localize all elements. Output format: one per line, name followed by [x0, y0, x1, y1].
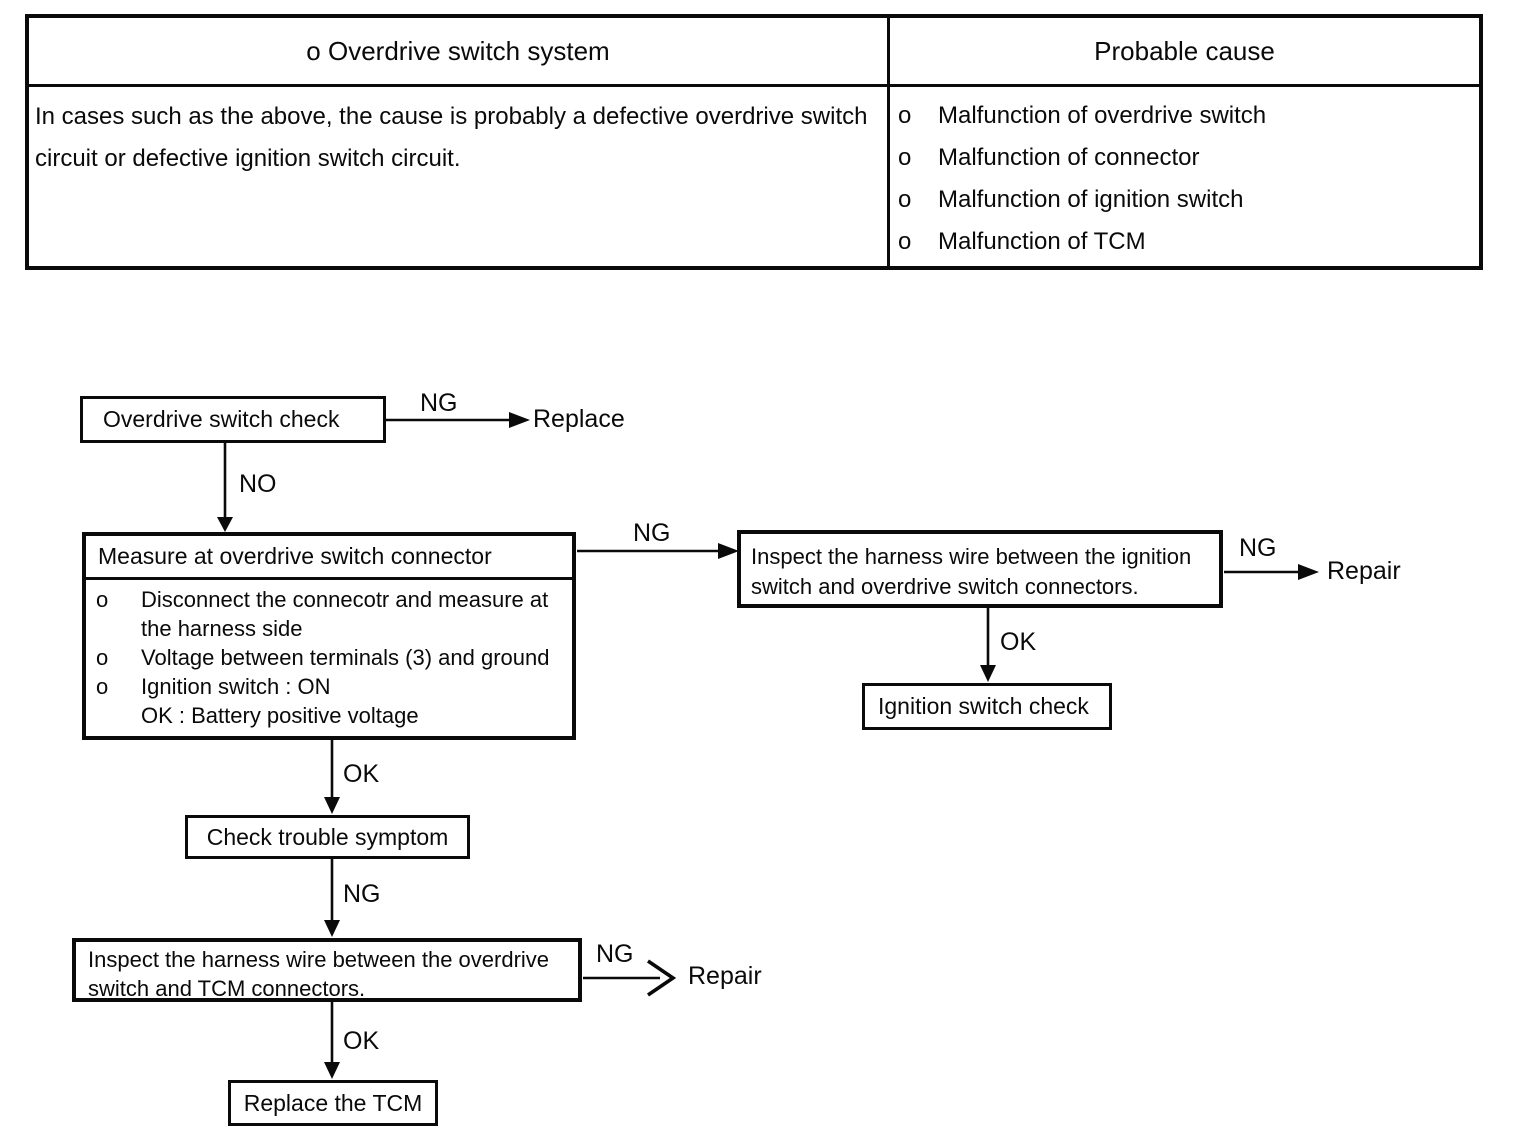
- edge-label-ng: NG: [343, 880, 381, 908]
- node-measure-detail-list: o Disconnect the connecotr and measure a…: [86, 580, 572, 730]
- edge-measure-to-symptom-arrow: [324, 740, 340, 814]
- probable-cause-list: o Malfunction of overdrive switch o Malf…: [890, 87, 1479, 266]
- edge-check-to-measure-arrow: [217, 443, 233, 532]
- terminal-label-repair: Repair: [1327, 557, 1401, 585]
- edge-symptom-to-inspect-tcm-arrow: [324, 859, 340, 937]
- edge-measure-to-inspect-ignition-arrow: [577, 543, 739, 559]
- table-header-system: o Overdrive switch system: [29, 18, 890, 84]
- diagnosis-table: o Overdrive switch system Probable cause…: [25, 14, 1483, 270]
- table-header-row: o Overdrive switch system Probable cause: [29, 18, 1479, 87]
- node-inspect-ignition-harness: Inspect the harness wire between the ign…: [737, 530, 1223, 608]
- detail-ok-note: OK : Battery positive voltage: [141, 703, 419, 728]
- edge-label-no: NO: [239, 470, 277, 498]
- edge-inspect-ignition-to-repair-arrow: [1224, 564, 1319, 580]
- cause-item: o Malfunction of ignition switch: [890, 179, 1479, 221]
- node-ignition-switch-check: Ignition switch check: [862, 683, 1112, 730]
- bullet-icon: o: [898, 144, 912, 171]
- detail-item: o Voltage between terminals (3) and grou…: [86, 643, 572, 672]
- cause-text: Malfunction of TCM: [938, 228, 1146, 255]
- table-header-probable-cause: Probable cause: [1094, 35, 1275, 66]
- cause-text: Malfunction of overdrive switch: [938, 102, 1267, 129]
- edge-label-ng: NG: [420, 389, 458, 417]
- edge-label-ok: OK: [1000, 628, 1037, 656]
- cause-text: Malfunction of connector: [938, 144, 1200, 171]
- detail-item: o Disconnect the connecotr and measure a…: [86, 585, 572, 643]
- detail-text: Voltage between terminals (3) and ground: [141, 645, 550, 670]
- cause-text: Malfunction of ignition switch: [938, 186, 1244, 213]
- cause-item: o Malfunction of overdrive switch: [890, 95, 1479, 137]
- node-overdrive-switch-check: Overdrive switch check: [80, 396, 386, 443]
- node-check-trouble-symptom: Check trouble symptom: [185, 815, 470, 859]
- edge-label-ng: NG: [633, 519, 671, 547]
- bullet-icon: o: [898, 102, 912, 129]
- bullet-icon: o: [96, 674, 109, 699]
- diagnosis-description: In cases such as the above, the cause is…: [29, 87, 890, 266]
- cause-item: o Malfunction of connector: [890, 137, 1479, 179]
- edge-label-ok: OK: [343, 1027, 380, 1055]
- detail-text: Ignition switch : ON: [141, 674, 331, 699]
- bullet-icon: o: [96, 645, 109, 670]
- node-measure-title: Measure at overdrive switch connector: [86, 536, 572, 580]
- edge-check-to-replace-arrow: [386, 412, 530, 428]
- edge-label-ng: NG: [596, 940, 634, 968]
- edge-label-ok: OK: [343, 760, 380, 788]
- cause-item: o Malfunction of TCM: [890, 221, 1479, 263]
- edge-inspect-tcm-to-replace-tcm-arrow: [324, 1002, 340, 1079]
- node-measure-at-connector: Measure at overdrive switch connector o …: [82, 532, 576, 740]
- edge-inspect-ignition-to-ignition-check-arrow: [980, 608, 996, 682]
- node-inspect-tcm-harness: Inspect the harness wire between the ove…: [72, 938, 582, 1002]
- detail-item: o Ignition switch : ON: [86, 672, 572, 701]
- edge-inspect-tcm-to-repair-arrow: [583, 959, 677, 997]
- terminal-label-replace: Replace: [533, 405, 625, 433]
- terminal-label-repair: Repair: [688, 962, 762, 990]
- edge-label-ng: NG: [1239, 534, 1277, 562]
- bullet-icon: o: [96, 587, 109, 612]
- node-replace-tcm: Replace the TCM: [228, 1080, 438, 1126]
- table-body-row: In cases such as the above, the cause is…: [29, 87, 1479, 266]
- bullet-icon: o: [898, 228, 912, 255]
- detail-text: Disconnect the connecotr and measure at …: [141, 587, 549, 641]
- bullet-icon: o: [898, 186, 912, 213]
